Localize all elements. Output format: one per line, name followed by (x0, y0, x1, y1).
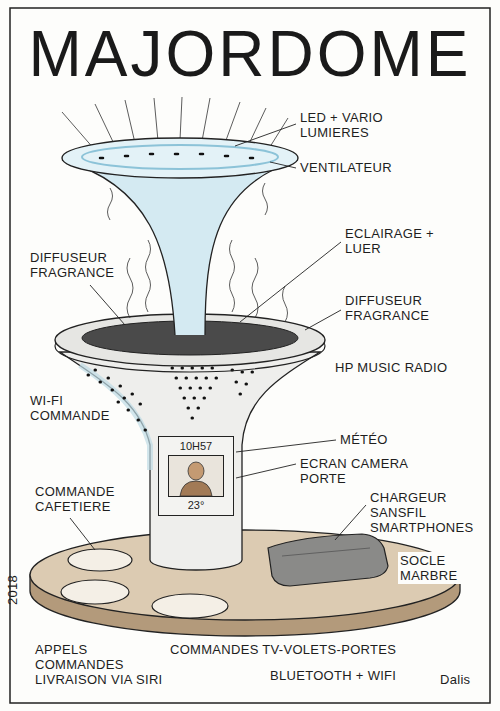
callout-label: BLUETOOTH + WIFI (270, 668, 420, 683)
fan-vents (100, 154, 253, 158)
speaker-holes (88, 368, 253, 430)
temperature-text: 23° (188, 499, 205, 512)
callout-label: 2018 (5, 575, 20, 605)
frame (10, 8, 490, 703)
clock-text: 10H57 (180, 440, 212, 453)
title: MAJORDOME (25, 16, 475, 92)
callout-label: Dalis (440, 672, 490, 687)
led-ring (82, 145, 278, 169)
callout-label: ECRAN CAMERA PORTE (300, 456, 412, 486)
callout-label: COMMANDES TV-VOLETS-PORTES (170, 642, 450, 657)
top-bowl (62, 138, 298, 178)
callout-label: COMMANDE CAFETIERE (35, 484, 135, 514)
callout-label: APPELS COMMANDES LIVRAISON VIA SIRI (35, 642, 163, 687)
camera-picture (168, 455, 224, 497)
callout-label: DIFFUSEUR FRAGRANCE (345, 293, 475, 323)
callout-label: LED + VARIO LUMIERES (300, 110, 410, 140)
fragrance-smoke (108, 183, 288, 322)
marble-base (30, 530, 460, 620)
callout-label: VENTILATEUR (300, 160, 450, 175)
callout-label: HP MUSIC RADIO (335, 360, 485, 375)
callout-label: CHARGEUR SANSFIL SMARTPHONES (370, 490, 485, 535)
screen-panel: 10H57 23° (158, 436, 234, 516)
vase-body (60, 352, 320, 570)
callout-label: SOCLE MARBRE (398, 552, 484, 584)
charger-detail (282, 548, 370, 556)
callout-label: ECLAIRAGE + LUER (345, 226, 470, 256)
callout-label: MÉTÉO (340, 432, 460, 447)
charger-pad (268, 534, 388, 586)
stem-edge (205, 160, 298, 335)
stem (62, 160, 298, 335)
callout-label: WI-FI COMMANDE (30, 393, 130, 423)
callout-label: DIFFUSEUR FRAGRANCE (30, 250, 125, 280)
stem-edge (62, 160, 175, 335)
